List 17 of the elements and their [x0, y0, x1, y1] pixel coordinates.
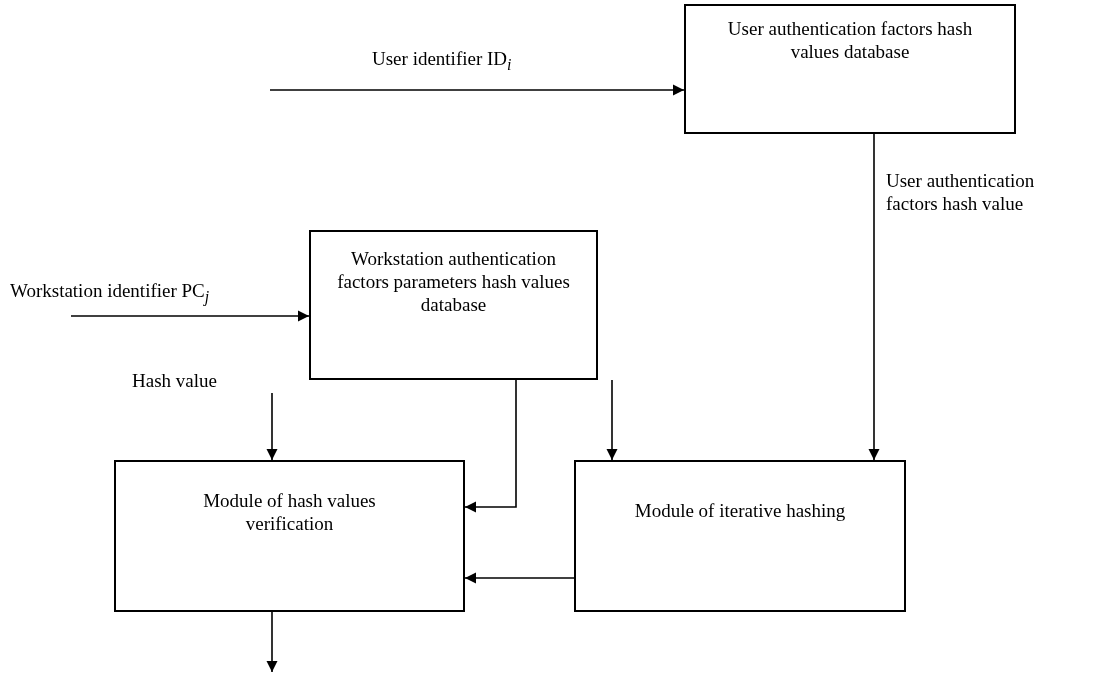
- box-text: Module of iterative hashing: [633, 500, 847, 523]
- process-box: [574, 460, 906, 612]
- arrow: [464, 572, 575, 584]
- arrow: [464, 379, 517, 513]
- process-box: [309, 230, 598, 380]
- box-text: Workstation authentication factors parameters hash values database: [336, 248, 571, 317]
- arrow: [70, 310, 310, 322]
- arrow: [266, 392, 278, 461]
- box-text: User authentication factors hash values database: [726, 18, 974, 64]
- edge-label: Workstation identifier PC$_{j}$: [10, 280, 210, 307]
- process-box: [114, 460, 465, 612]
- process-box: [684, 4, 1016, 134]
- arrow: [266, 611, 278, 673]
- arrow: [606, 379, 618, 461]
- arrow: [868, 133, 880, 461]
- arrow: [269, 84, 685, 96]
- box-text: Module of hash values verification: [202, 490, 377, 536]
